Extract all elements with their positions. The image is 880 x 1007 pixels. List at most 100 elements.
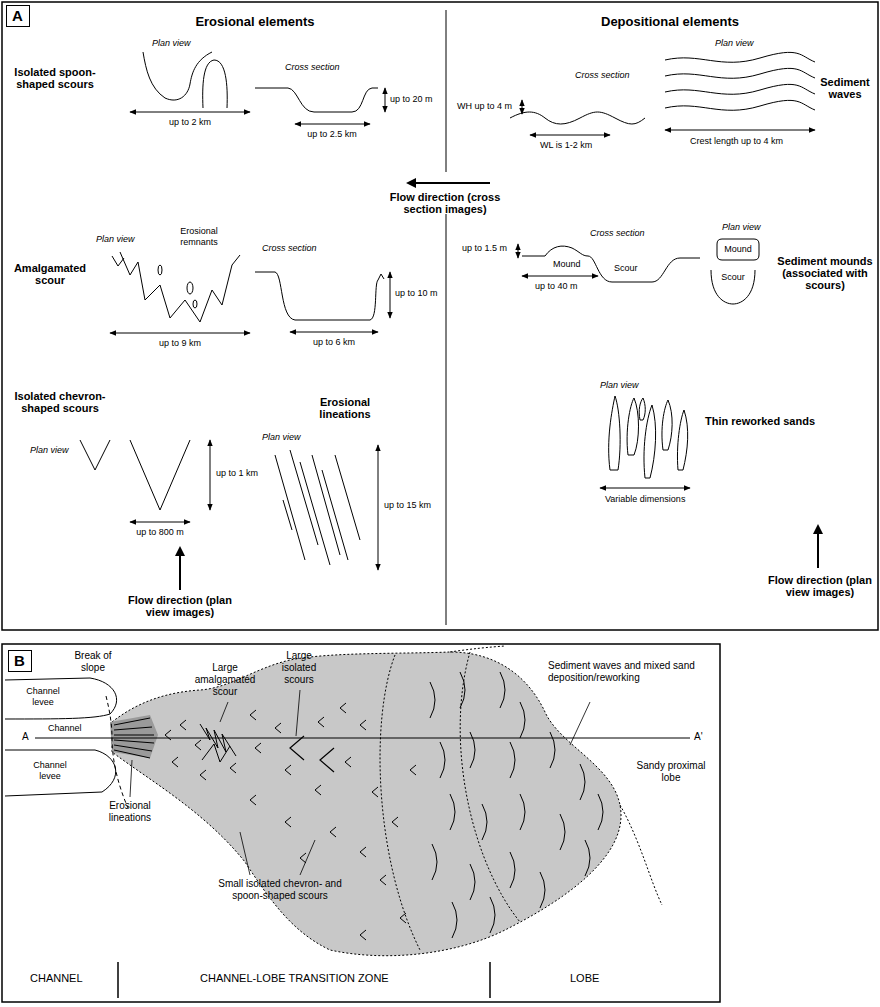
scour-mark [360, 847, 366, 857]
scour-mark [255, 743, 261, 753]
mound-outline: Mound [716, 238, 760, 261]
dimension-arrow [665, 130, 815, 131]
scour-profile [130, 440, 190, 510]
scour-mark [500, 672, 505, 708]
scour-mark [340, 703, 346, 713]
panel-letter-box: A [6, 5, 30, 27]
scour-mark [230, 763, 236, 773]
scour-mark [372, 787, 378, 797]
dimension-label: Variable dimensions [605, 494, 685, 505]
scour-mark [440, 742, 445, 778]
reworked-sand-body [609, 396, 688, 478]
zone-separator [117, 962, 119, 998]
dimension-label: up to 2.5 km [297, 129, 367, 140]
view-label: Cross section [590, 228, 645, 238]
lobe-area [112, 652, 621, 956]
zone-boundary [380, 655, 420, 950]
scour-mark [360, 930, 366, 940]
scour-mark [580, 764, 585, 800]
part-label: Large isolated scours [268, 650, 330, 686]
element-name: Sediment mounds (associated with scours) [776, 255, 874, 291]
scour-mark [430, 682, 435, 718]
dimension-arrow [378, 445, 379, 570]
scour-mark [450, 794, 455, 830]
channel-lineation [114, 745, 152, 751]
leader-line [240, 832, 250, 875]
scour-mark [360, 720, 366, 730]
dimension-label: Erosional remnants [168, 226, 230, 248]
panel-letter: B [14, 652, 25, 669]
scour-mark [560, 814, 565, 850]
shape-label: Scour [721, 272, 745, 283]
sediment-wave-profile [665, 84, 815, 94]
view-label: Plan view [30, 445, 69, 455]
view-label: Plan view [600, 380, 639, 390]
sediment-wave-profile [665, 52, 815, 62]
erosional-lineation [322, 470, 348, 560]
amalgamated-scour-mark [200, 724, 236, 756]
erosional-lineation [335, 455, 360, 540]
lobe-area [110, 715, 158, 758]
view-label: Plan view [152, 38, 191, 48]
dimension-arrow [210, 440, 211, 510]
view-label: Cross section [575, 70, 630, 80]
part-label: Small isolated chevron- and spoon-shaped… [205, 878, 355, 902]
column-divider [446, 214, 447, 625]
scour-profile [112, 256, 124, 266]
erosional-lineation [283, 500, 292, 530]
dimension-label: up to 40 m [535, 281, 578, 292]
sediment-wave-profile [665, 100, 815, 110]
dimension-arrow [530, 135, 610, 136]
dimension-arrow [600, 488, 690, 489]
zone-boundary [620, 805, 662, 905]
sediment-wave-profile [510, 52, 815, 282]
view-label: Plan view [722, 222, 761, 232]
dimension-label: up to 6 km [304, 337, 364, 348]
zone-separator [118, 962, 490, 998]
scour-mark [598, 794, 603, 830]
section-heading: Depositional elements [580, 14, 760, 29]
scour-profile [255, 88, 378, 112]
dimension-label: up to 1.5 m [462, 243, 507, 254]
scour-profile [143, 52, 212, 100]
reworked-sand-body [662, 400, 672, 450]
scour-mark [540, 872, 545, 908]
dimension-label: up to 800 m [130, 527, 190, 538]
sediment-wave-profile [510, 112, 645, 124]
scour-mark [400, 913, 406, 923]
sediment-wave-profile [522, 246, 700, 282]
dimension-label: up to 1 km [216, 468, 258, 479]
channel-levee [5, 750, 116, 796]
scour-mark [285, 765, 291, 775]
column-divider [446, 10, 447, 172]
panel-frame [2, 644, 720, 1002]
scour-mark [470, 864, 475, 900]
dimension-arrow [522, 276, 598, 277]
dimension-arrow [110, 333, 250, 334]
scour-mark [172, 757, 178, 767]
channel-lineation [114, 735, 154, 736]
scour-mark [482, 804, 487, 840]
flow-arrow [817, 526, 819, 568]
panel-letter: A [12, 7, 23, 24]
dimension-label: WL is 1-2 km [540, 140, 592, 151]
view-label: Plan view [715, 38, 754, 48]
mound-outline [717, 239, 759, 260]
channel-lineation [114, 727, 152, 730]
element-name: Thin reworked sands [705, 415, 815, 427]
part-label: A' [694, 731, 703, 743]
part-label: Sediment waves and mixed sand deposition… [548, 660, 698, 684]
scour-outline [711, 270, 755, 304]
scour-mark [410, 765, 416, 775]
dimension-arrow [390, 272, 391, 318]
scour-profile [187, 282, 193, 294]
dimension-label: Crest length up to 4 km [690, 136, 783, 147]
zone-boundary [380, 646, 662, 950]
scour-profile [255, 272, 384, 320]
section-heading: Erosional elements [170, 14, 340, 29]
dimension-label: up to 2 km [160, 117, 220, 128]
scour-profile [120, 252, 240, 322]
view-label: Cross section [285, 62, 340, 72]
